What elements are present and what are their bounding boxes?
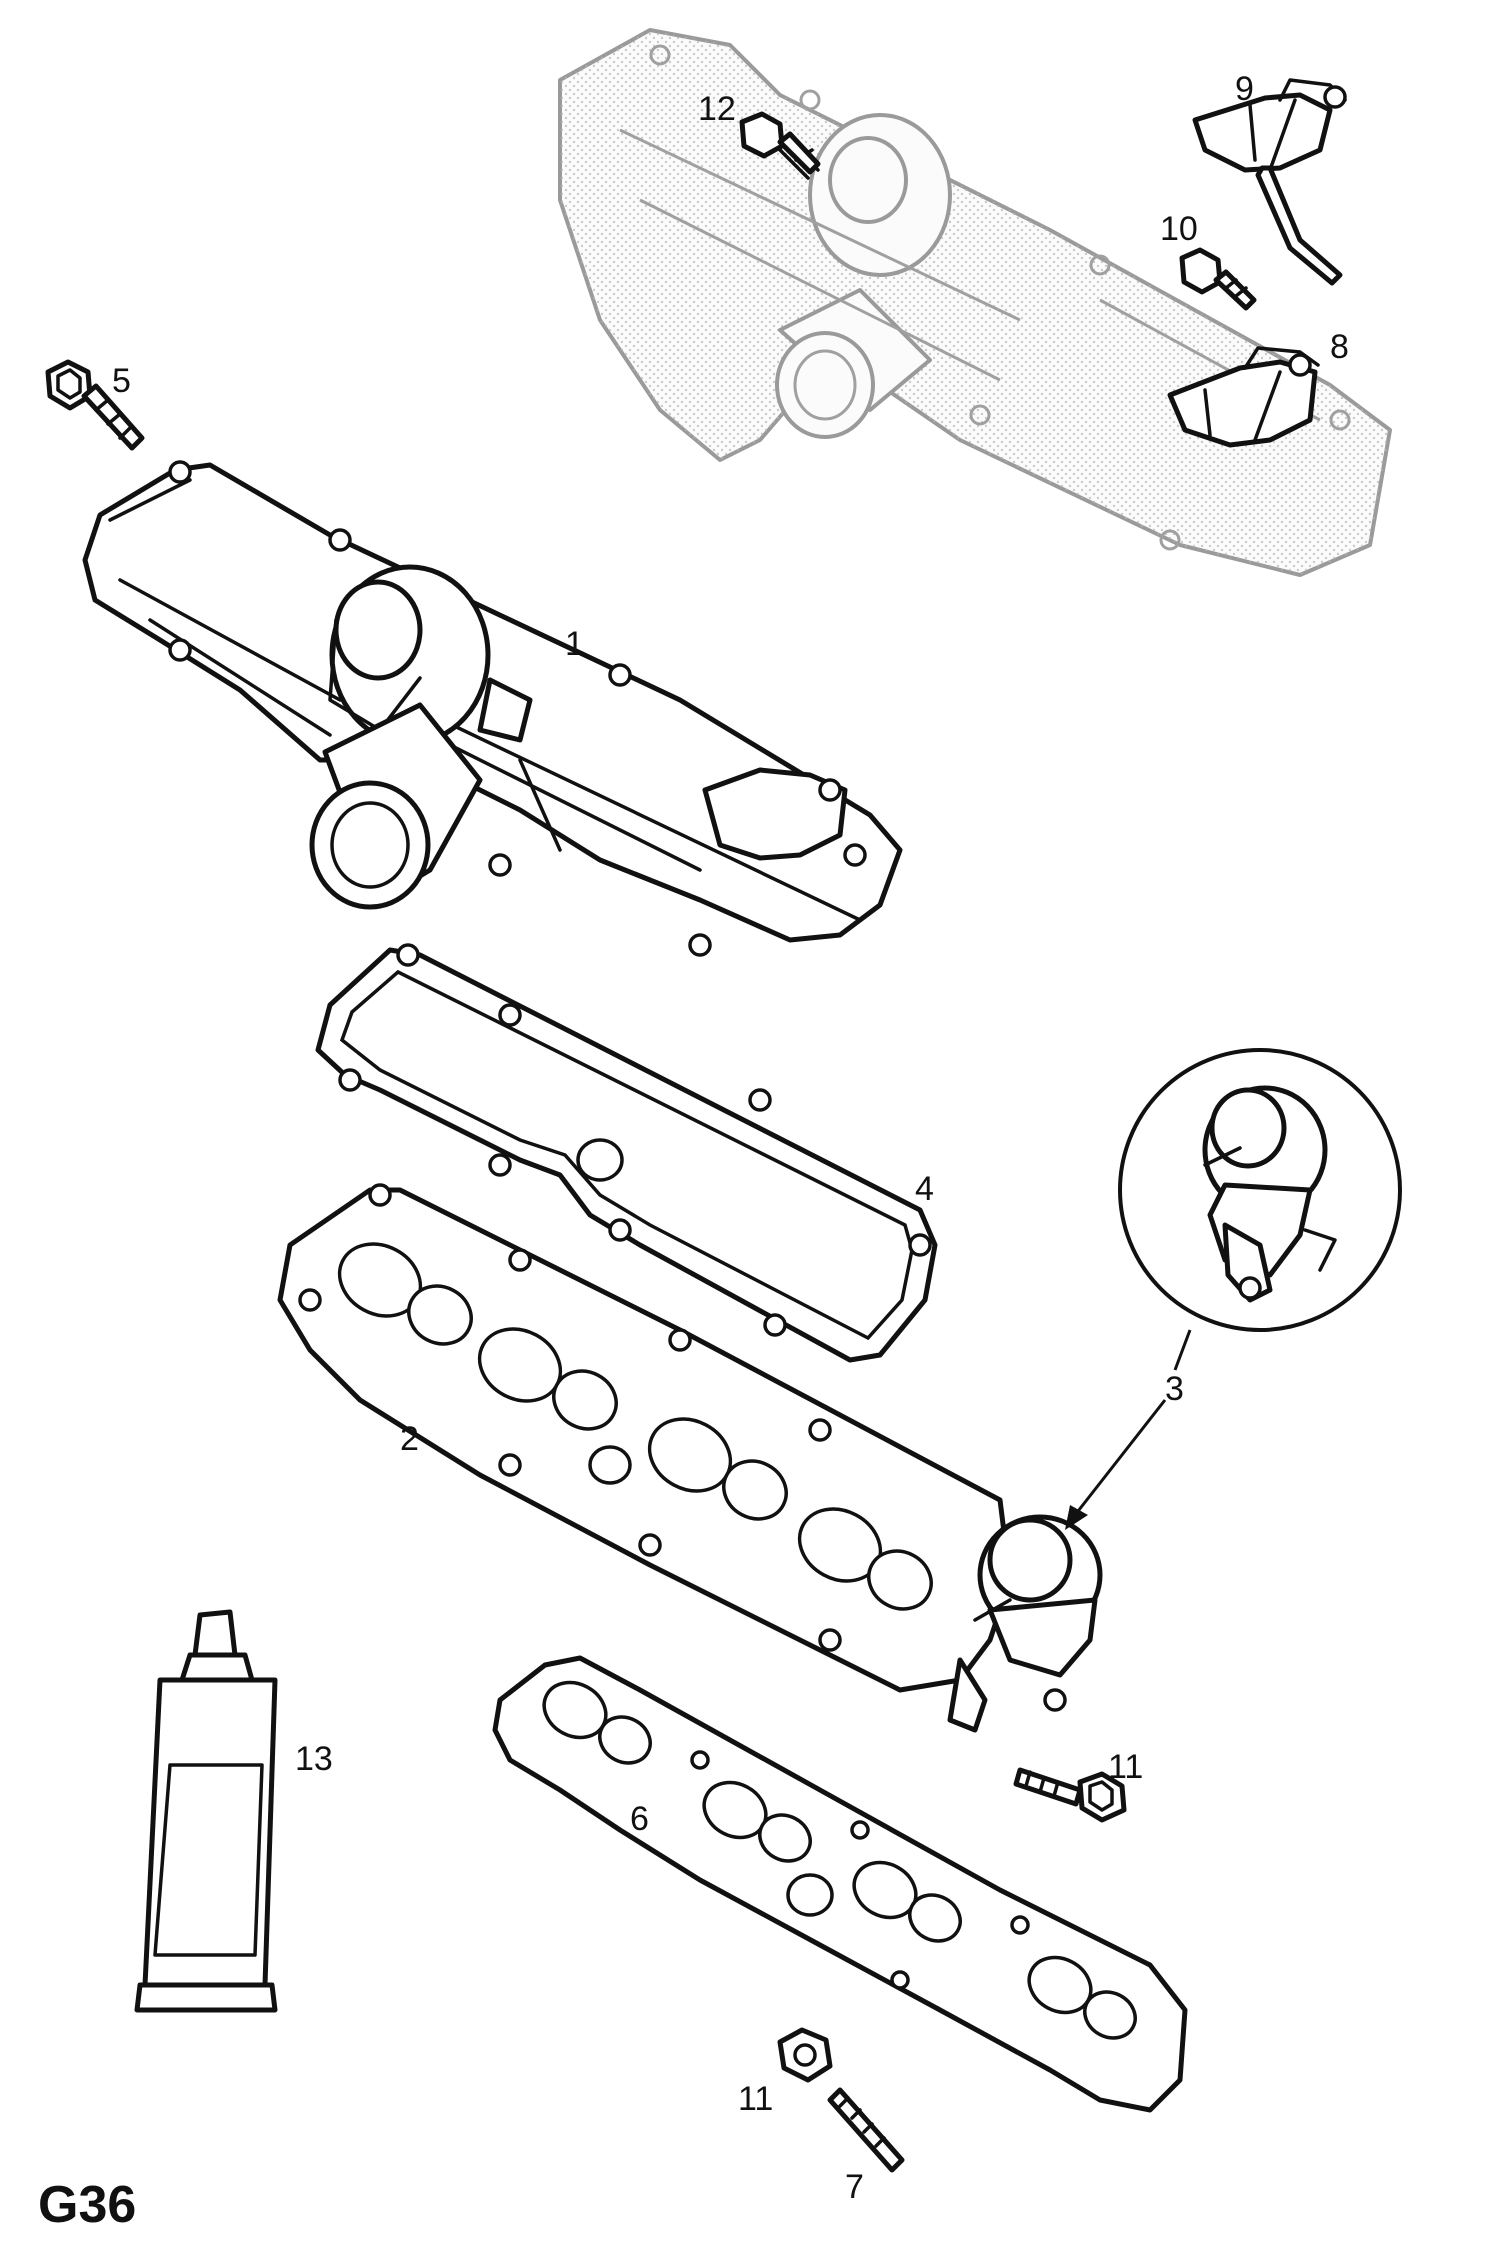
callout-3-leader: [1065, 1329, 1192, 1530]
page-code: G36: [38, 2176, 136, 2234]
callout-11-upper: 11: [1108, 1748, 1143, 1786]
callout-8: 8: [1330, 328, 1349, 366]
part-12-bolt: [739, 111, 821, 180]
part-1-upper-manifold: [82, 460, 903, 957]
part-4-gasket: [315, 943, 938, 1363]
callout-1: 1: [565, 625, 584, 663]
callout-12: 12: [698, 90, 736, 128]
part-13-sealant-tube: [134, 1609, 278, 2013]
part-9-sensor: [1192, 78, 1347, 286]
callout-9: 9: [1235, 70, 1254, 108]
callout-7: 7: [845, 2168, 864, 2206]
part-2-lower-manifold: [277, 1183, 1103, 1733]
callout-labels: 1 2 3 4 5 6 7 8 9 10 11 11 12 13: [112, 70, 1349, 2206]
part-5-bolt: [45, 359, 145, 451]
callout-6: 6: [630, 1800, 649, 1838]
callout-5: 5: [112, 362, 131, 400]
callout-10: 10: [1160, 210, 1198, 248]
part-10-bolt: [1179, 247, 1257, 311]
callout-13: 13: [295, 1740, 333, 1778]
part-11-nut-lower: [777, 2027, 833, 2083]
callout-3: 3: [1165, 1370, 1184, 1408]
reference-manifold-ghost: [558, 28, 1392, 577]
callout-2: 2: [400, 1420, 419, 1458]
part-7-stud: [827, 2087, 905, 2173]
callout-4: 4: [915, 1170, 934, 1208]
callout-11-lower: 11: [738, 2080, 773, 2118]
part-6-gasket: [492, 1655, 1188, 2113]
part-3-valve-detail: [1118, 1048, 1402, 1332]
part-11-bolt-upper: [1013, 1767, 1127, 1823]
part-8-sensor: [1167, 346, 1320, 448]
